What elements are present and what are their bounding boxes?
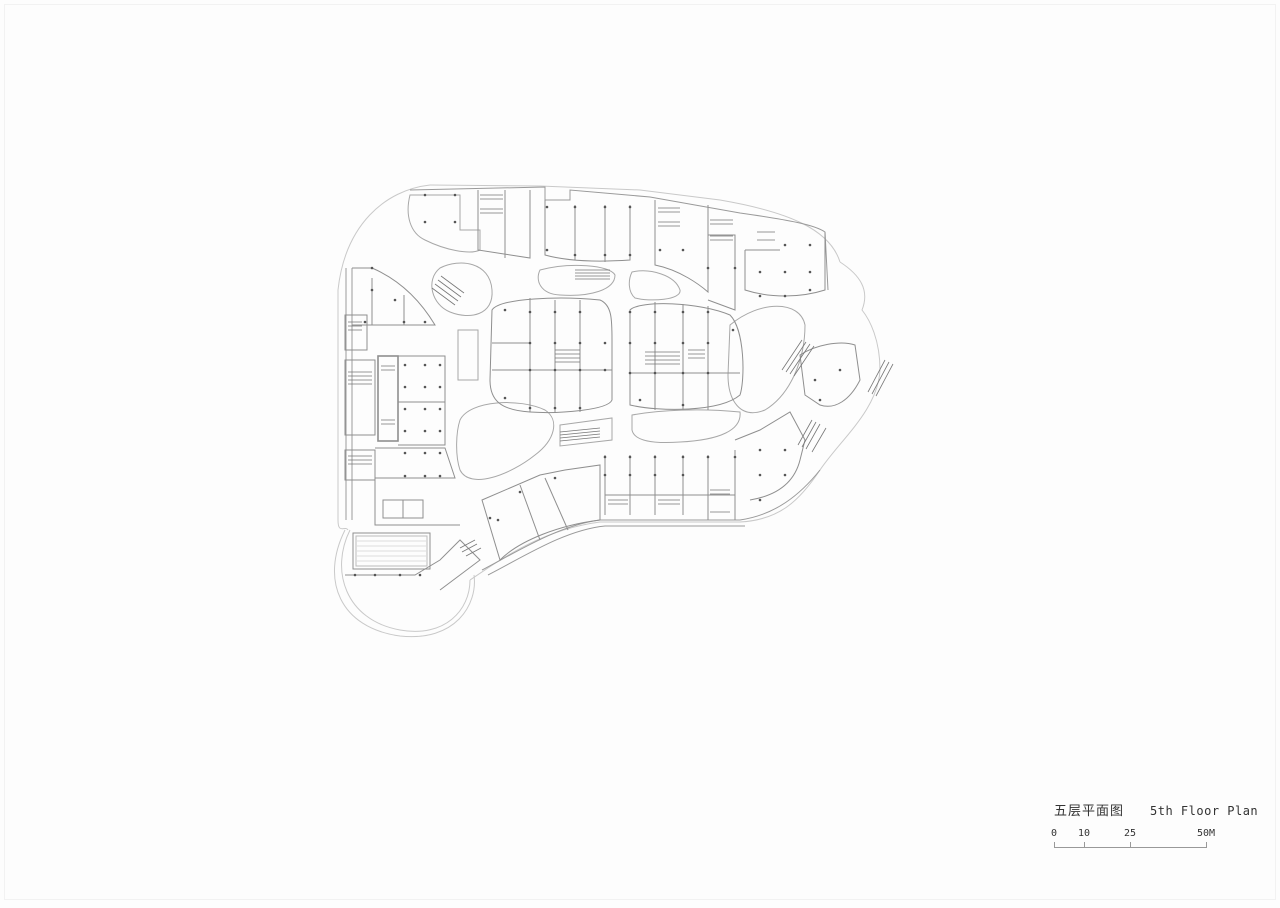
south-shops	[481, 342, 861, 561]
title-chinese: 五层平面图	[1054, 804, 1125, 819]
atrium-voids	[407, 194, 806, 480]
stairs-south	[459, 489, 730, 557]
scale-label-50m: 50M	[1196, 828, 1216, 839]
escalators	[348, 194, 894, 557]
north-shops	[477, 190, 826, 311]
escalator-n	[575, 269, 610, 280]
page-frame	[4, 4, 1276, 900]
escalator-se	[797, 419, 827, 453]
escalator-s	[559, 427, 601, 442]
drawing-title: 五层平面图 5th Floor Plan	[1054, 800, 1258, 819]
escalator-nw	[431, 275, 465, 306]
title-english: 5th Floor Plan	[1150, 804, 1259, 818]
retail-blocks	[489, 297, 744, 413]
west-shops	[344, 267, 460, 526]
scale-label-25: 25	[1123, 828, 1137, 839]
scale-bar: 0 10 25 50M	[1050, 828, 1216, 852]
scale-tick	[1054, 842, 1055, 848]
structural-columns	[353, 193, 842, 577]
stairs-central	[555, 349, 705, 365]
stairs-west	[348, 321, 395, 465]
escalator-e	[781, 339, 815, 377]
scale-tick	[1206, 842, 1207, 848]
swimming-pool	[345, 532, 481, 591]
stairs-north	[480, 194, 775, 241]
scale-tick	[1130, 842, 1131, 848]
scale-tick	[1084, 842, 1085, 848]
escalator-far-e	[867, 359, 894, 397]
scale-label-0: 0	[1050, 828, 1058, 839]
main-building-walls	[345, 186, 829, 576]
scale-label-10: 10	[1077, 828, 1091, 839]
